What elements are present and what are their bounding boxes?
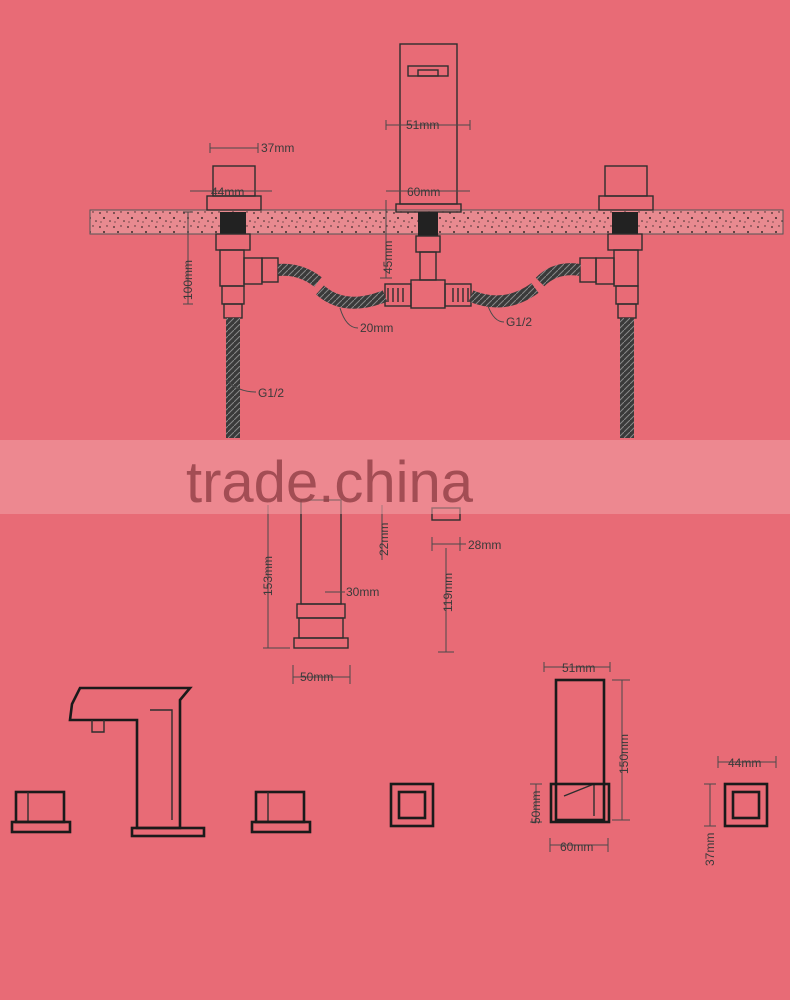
right-handle-hose	[535, 263, 581, 287]
right-handle	[579, 165, 654, 319]
right-supply-hose	[620, 318, 634, 438]
dim-handle-base: 44mm	[211, 185, 244, 199]
dim-handle-depth: 100mm	[181, 260, 195, 300]
left-handle-hose	[277, 263, 322, 287]
faucet-front-view	[68, 686, 206, 838]
dim-side-height: 150mm	[617, 734, 631, 774]
dim-small-width: 28mm	[468, 538, 501, 552]
handle-left-front-view	[10, 790, 72, 834]
dim-neck-height: 22mm	[377, 523, 391, 556]
spout-side-view	[530, 662, 630, 852]
dim-side-top-width: 51mm	[562, 661, 595, 675]
escutcheon-side-view	[704, 756, 777, 828]
dim-thread-left: G1/2	[258, 386, 284, 400]
dimension-lines-top	[183, 120, 505, 393]
left-supply-hose	[226, 318, 240, 438]
dim-spout-depth: 45mm	[381, 241, 395, 274]
dim-escutcheon-height: 37mm	[703, 833, 717, 866]
dim-handle-top-width: 37mm	[261, 141, 294, 155]
dim-escutcheon-width: 44mm	[728, 756, 761, 770]
dim-neck-width: 30mm	[346, 585, 379, 599]
watermark-band	[0, 440, 790, 514]
dim-spout-height: 153mm	[261, 556, 275, 596]
center-hose-right	[468, 283, 539, 308]
dim-shank-length: 119mm	[441, 573, 455, 612]
dim-side-base-height: 50mm	[529, 791, 543, 824]
dim-side-base-width: 60mm	[560, 840, 593, 854]
center-spout	[395, 43, 462, 281]
handle-right-front-view	[250, 790, 312, 834]
escutcheon-top-view	[389, 782, 435, 828]
dim-base-width: 50mm	[300, 670, 333, 684]
center-hose-left	[316, 285, 388, 309]
dim-hose-bend: 20mm	[360, 321, 393, 335]
center-tee-connector	[384, 279, 472, 309]
dim-thread-center: G1/2	[506, 315, 532, 329]
dim-spout-base: 60mm	[407, 185, 440, 199]
dim-spout-top-width: 51mm	[406, 118, 439, 132]
watermark-text: trade.china	[186, 450, 474, 515]
